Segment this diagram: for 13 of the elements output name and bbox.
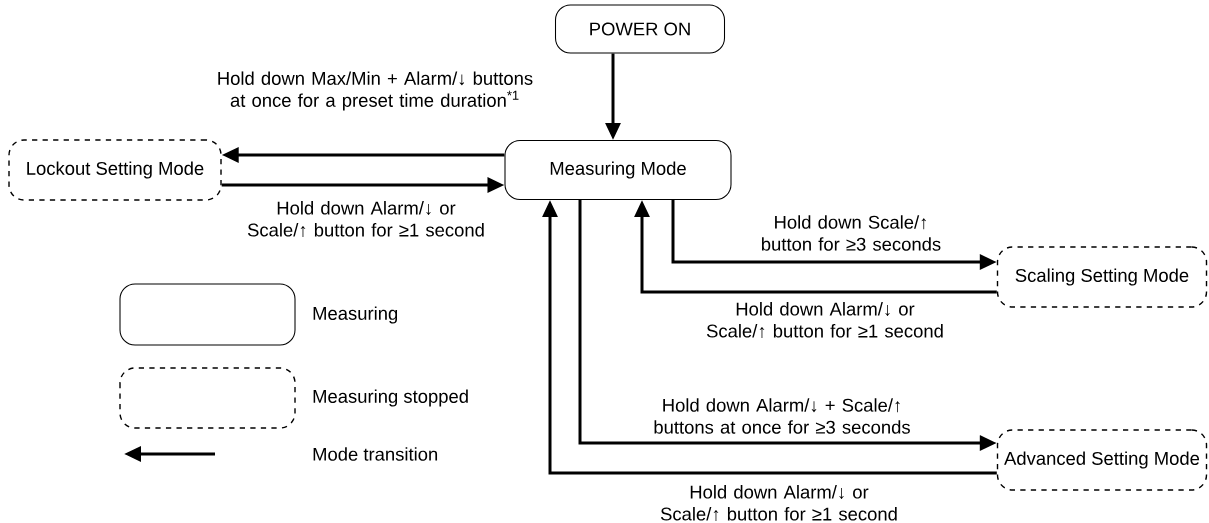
- legend-item: Measuring: [119, 283, 398, 346]
- edge-label: Hold down Max/Min + Alarm/↓ buttons at once for a preset time duration$^{*1}$: [218, 71, 533, 111]
- state-box: Lockout Setting Mode: [8, 139, 222, 201]
- edge-label: Hold down Alarm/↓ + Scale/↑ buttons at once for ≥3 seconds: [654, 398, 910, 434]
- edge-label: Hold down Alarm/↓ or Scale/↑ button for ≥1 second: [660, 485, 897, 521]
- mode-box: Measuring Mode: [504, 139, 732, 200]
- state-box: Scaling Setting Mode: [996, 246, 1208, 308]
- edge-label: Hold down Scale/↑ button for ≥3 seconds: [762, 215, 941, 251]
- legend-item: Measuring stopped: [119, 367, 468, 429]
- edge-label: Hold down Alarm/↓ or Scale/↑ button for ≥1 second: [247, 201, 484, 237]
- state-box: Advanced Setting Mode: [996, 429, 1208, 491]
- mode-box: POWER ON: [555, 4, 726, 54]
- edge-label: Hold down Alarm/↓ or Scale/↑ button for ≥1 second: [706, 302, 943, 338]
